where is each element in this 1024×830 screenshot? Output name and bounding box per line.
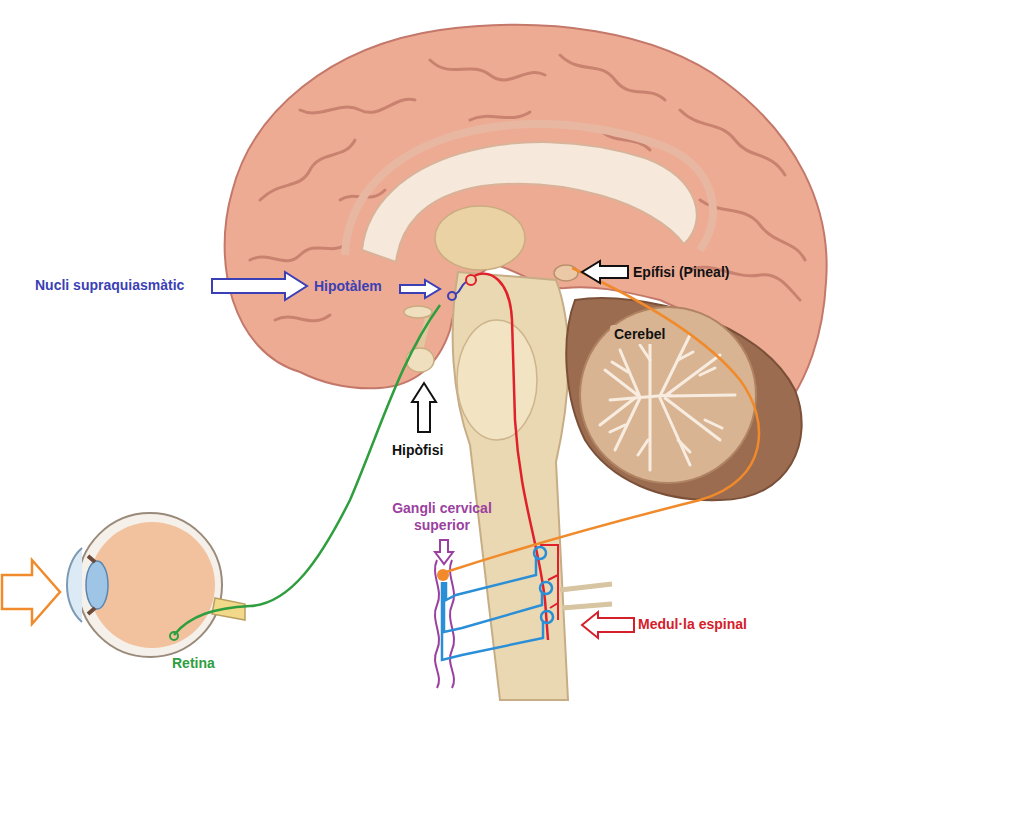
pituitary-label: Hipòfisi [392,442,443,459]
eyeball [78,513,222,657]
ganglion-label: Gangli cervical superior [390,500,494,534]
hypothalamus-label: Hipotàlem [314,278,382,295]
pineal-pointer-arrow [582,261,628,283]
ganglion-neuron [437,569,449,581]
lens [86,561,108,609]
iris [88,556,95,614]
ganglion-pointer-arrow [435,540,453,564]
pineal-gland [554,265,578,281]
optic-chiasm [404,306,432,318]
light-arrow [2,560,60,624]
cerebellum-label: Cerebel [610,325,669,344]
pineal-label: Epífisi (Pineal) [633,264,729,281]
spinal-cord-label: Medul·la espinal [638,616,747,633]
pituitary-pointer-arrow [412,383,436,432]
cornea [67,548,82,622]
pons [457,320,537,440]
retinohypothalamic-tract [174,305,440,635]
retina-label: Retina [172,655,215,672]
scn-neuron [448,292,456,300]
scn-pointer-arrow [212,272,307,300]
spinal-branches [540,545,558,620]
arbor-vitae [600,330,735,470]
cingulate [345,124,713,255]
cerebellum-cortex [580,307,756,483]
brainstem [453,272,569,700]
spinal-pointer-arrow [582,612,634,638]
spinal-nerves [560,584,612,608]
retina-neuron [170,632,178,640]
hypothalamus-pointer-arrow [400,280,440,298]
preganglionic-neurons [442,547,553,660]
scn-axon [456,282,466,294]
postganglionic-fiber [446,268,759,572]
corpus-callosum [362,142,697,262]
nucleus-label: Nucli supraquiasmàtic [35,277,184,294]
thalamus [435,206,525,270]
pituitary [406,348,434,372]
descending-tract [474,274,548,640]
